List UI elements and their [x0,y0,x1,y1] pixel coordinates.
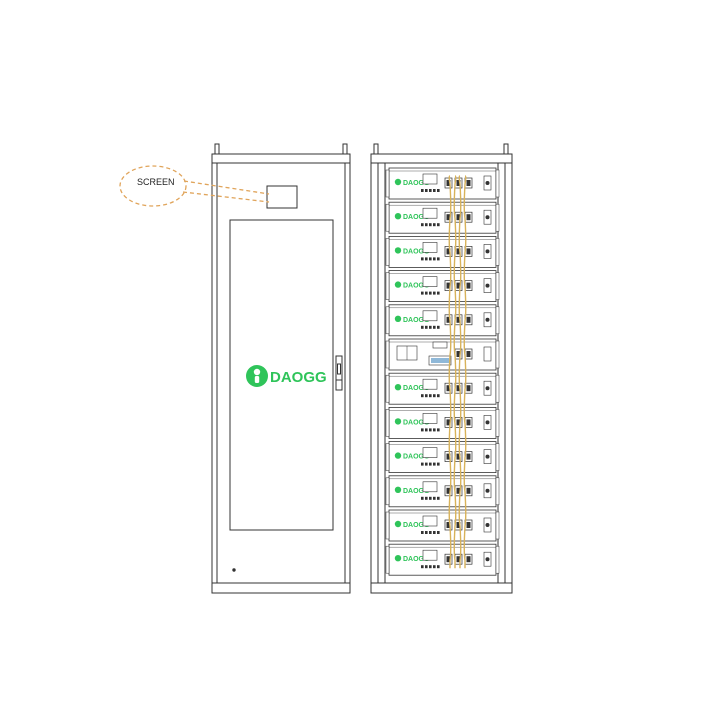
cabinet-plinth [211,582,351,594]
module-logo-icon [394,520,402,528]
cabinet-top-cap [211,153,351,164]
battery-module: DAOGG [385,372,500,405]
battery-module: DAOGG [385,475,500,508]
battery-module: DAOGG [385,441,500,474]
module-logo-icon [394,213,402,220]
screen-callout-label: SCREEN [137,177,175,187]
rack-cabinet [370,143,513,594]
brand-name: DAOGG [270,369,327,386]
module-lcd [422,413,438,424]
lifting-eye-right [342,143,348,155]
module-logo-icon [394,486,402,493]
power-cable [453,175,457,569]
module-lcd [422,549,438,561]
module-brand-label: DAOGG [403,454,430,461]
module-brand-label: DAOGG [403,283,430,290]
rack-lifting-eye-right [503,143,509,155]
module-lcd [422,276,438,287]
module-brand-label: DAOGG [403,522,430,529]
module-lcd [422,242,438,253]
module-brand-label: DAOGG [403,317,430,324]
controller-port [432,341,448,349]
battery-module: DAOGG [385,270,500,303]
keyhole-dot [232,568,236,572]
battery-module: DAOGG [385,201,500,234]
battery-module: DAOGG [385,167,500,200]
battery-module: DAOGG [385,406,500,439]
module-lcd [422,481,438,493]
module-logo-icon [394,452,402,459]
battery-module: DAOGG [385,509,500,542]
module-lcd [422,173,438,185]
module-logo-icon [394,555,402,562]
module-logo-icon [394,315,402,322]
door-window [229,219,334,531]
module-logo-icon [394,418,402,425]
module-logo-icon [394,247,402,254]
battery-modules: DAOGG DAOGG DAOGG DAOGG DAOGG DAOGG DAOGG DAOGG… [385,167,500,576]
battery-module: DAOGG [385,543,500,576]
rack-lifting-eye-left [373,143,379,155]
module-brand-label: DAOGG [403,214,430,221]
interconnect-cables [448,175,467,569]
screen-callout: SCREEN [119,165,270,207]
module-brand-label: DAOGG [403,385,430,392]
power-cable [463,175,467,569]
power-cable [458,175,462,569]
module-logo-icon [394,178,402,186]
module-logo-icon [394,281,402,288]
module-brand-label: DAOGG [403,419,430,426]
module-lcd [422,378,438,390]
module-lcd [422,515,438,527]
front-logo: DAOGG [246,365,327,387]
front-cabinet [211,143,351,594]
controller-terminal [483,346,492,362]
controller-module [385,338,500,371]
module-brand-label: DAOGG [403,180,430,187]
rack-top-cap [370,153,513,164]
module-logo-icon [394,384,402,391]
module-brand-label: DAOGG [403,556,430,563]
battery-module: DAOGG [385,235,500,268]
door-handle [335,355,343,391]
rack-plinth [370,582,513,594]
power-cable [448,175,452,569]
battery-module: DAOGG [385,304,500,337]
module-lcd [422,207,438,219]
lifting-eye-left [214,143,220,155]
module-lcd [422,447,438,458]
module-brand-label: DAOGG [403,488,430,495]
module-brand-label: DAOGG [403,248,430,255]
module-lcd [422,310,438,322]
screen-panel [266,185,298,209]
